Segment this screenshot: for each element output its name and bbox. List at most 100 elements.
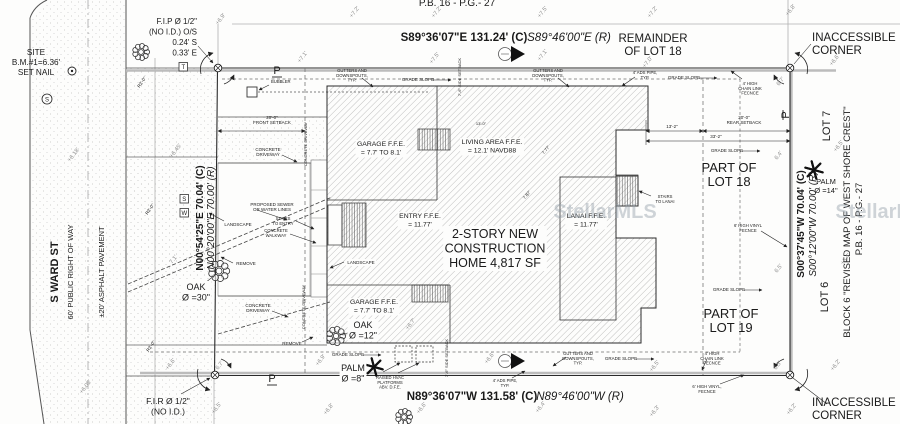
svg-text:+6.6': +6.6' bbox=[416, 402, 428, 416]
spot-elevation: +6.5' bbox=[649, 360, 661, 374]
interior-stair-2 bbox=[411, 284, 449, 303]
corner-marker-nw bbox=[200, 51, 235, 85]
svg-text:20'-0": 20'-0" bbox=[738, 115, 750, 120]
svg-text:S: S bbox=[45, 98, 49, 104]
svg-text:TO LANAI: TO LANAI bbox=[655, 199, 674, 204]
svg-text:F.I.P Ø 1/2": F.I.P Ø 1/2" bbox=[157, 17, 198, 26]
svg-text:0.24' S: 0.24' S bbox=[172, 38, 197, 47]
svg-text:PART OF: PART OF bbox=[704, 306, 759, 321]
dimension-lines bbox=[217, 120, 791, 145]
spot-elevation: 6.5' bbox=[773, 360, 783, 371]
svg-text:4' ADS PIPE,: 4' ADS PIPE, bbox=[493, 378, 518, 383]
svg-text:60' PUBLIC RIGHT OF WAY: 60' PUBLIC RIGHT OF WAY bbox=[66, 224, 75, 319]
leader-lines bbox=[180, 43, 828, 405]
svg-text:6.7': 6.7' bbox=[776, 76, 786, 87]
svg-text:CHAIN LINK: CHAIN LINK bbox=[700, 356, 724, 361]
spot-elevation: +6.6' bbox=[484, 352, 496, 366]
svg-text:+6.9': +6.9' bbox=[215, 13, 227, 27]
shrub-symbol bbox=[132, 43, 150, 61]
oak-tree-symbol bbox=[208, 260, 231, 282]
road-west-edge bbox=[29, 18, 45, 424]
spot-elevation: +7.1' bbox=[537, 49, 549, 63]
svg-text:6' HIGH VINYL: 6' HIGH VINYL bbox=[734, 223, 763, 228]
entry-ffe: ENTRY F.F.E.= 11.77' bbox=[397, 212, 443, 230]
svg-text:GRADE SLOPE: GRADE SLOPE bbox=[668, 75, 700, 80]
power-pole-3: P bbox=[780, 111, 792, 118]
spot-elevation: +6.3' bbox=[649, 405, 661, 419]
svg-text:CONCRETE: CONCRETE bbox=[245, 303, 270, 308]
svg-text:(NO I.D.): (NO I.D.) bbox=[151, 407, 185, 417]
watermark-text: StellarMLS bbox=[553, 201, 656, 223]
svg-text:20'-0": 20'-0" bbox=[266, 115, 278, 120]
spot-elevation: 7.1' bbox=[169, 254, 179, 265]
svg-text:BUBBLER: BUBBLER bbox=[271, 79, 291, 84]
grade-slope-4: GRADE SLOPE bbox=[605, 356, 637, 361]
watermark-text: StellarMLS bbox=[835, 201, 900, 223]
svg-text:±20' ASPHALT PAVEMENT: ±20' ASPHALT PAVEMENT bbox=[97, 226, 106, 318]
svg-text:TYP.: TYP. bbox=[501, 383, 510, 388]
svg-text:LOT 18: LOT 18 bbox=[707, 174, 750, 189]
oak-tree-symbol bbox=[395, 408, 413, 424]
utility-boxes bbox=[178, 62, 189, 218]
svg-text:GARAGE F.F.E.: GARAGE F.F.E. bbox=[357, 141, 405, 148]
oak-tree-symbol bbox=[326, 326, 347, 346]
svg-text:TYP.: TYP. bbox=[641, 75, 650, 80]
svg-text:P.B. 16 - P.G.- 27: P.B. 16 - P.G.- 27 bbox=[419, 0, 496, 9]
svg-text:+6.2': +6.2' bbox=[830, 359, 842, 373]
bearing-south-record: N89°46'00"W (R) bbox=[536, 391, 624, 403]
svg-text:CONSTRUCTION: CONSTRUCTION bbox=[445, 242, 546, 256]
svg-text:STAIRS: STAIRS bbox=[276, 216, 291, 221]
svg-text:GRADE SLOPE: GRADE SLOPE bbox=[605, 356, 637, 361]
bearing-north-record: S89°46'00"E (R) bbox=[527, 32, 611, 44]
bubbler-box bbox=[246, 86, 258, 98]
svg-text:B.M.#1=6.36': B.M.#1=6.36' bbox=[12, 58, 61, 67]
svg-text:6.5': 6.5' bbox=[773, 360, 783, 371]
svg-text:SITE: SITE bbox=[27, 48, 46, 57]
svg-text:PART OF: PART OF bbox=[702, 160, 757, 175]
svg-text:P: P bbox=[780, 111, 792, 118]
grade-slope-3: GRADE SLOPE bbox=[332, 352, 364, 357]
garage-ffe-1: GARAGE F.F.E.= 7.7' TO 8.1' bbox=[355, 140, 407, 158]
flow-marker-north bbox=[498, 46, 525, 62]
found-iron-rod-note: F.I.R Ø 1/2"(NO I.D.) bbox=[146, 396, 190, 417]
svg-text:+7.5': +7.5' bbox=[429, 52, 441, 66]
svg-text:OF LOT 18: OF LOT 18 bbox=[624, 46, 681, 58]
sewer-manhole-s: S bbox=[45, 98, 49, 104]
svg-text:13'-0": 13'-0" bbox=[476, 121, 487, 126]
svg-text:13'-2": 13'-2" bbox=[666, 124, 678, 129]
svg-text:TYP.: TYP. bbox=[574, 361, 583, 366]
svg-text:OAK: OAK bbox=[353, 320, 372, 330]
spot-elevation: 6.7' bbox=[776, 76, 786, 87]
svg-text:4' HIGH: 4' HIGH bbox=[743, 81, 758, 86]
svg-text:LOT 6: LOT 6 bbox=[819, 282, 831, 312]
rear-setback-label: 20'-0"REAR SETBACK bbox=[727, 115, 762, 125]
svg-text:SET NAIL: SET NAIL bbox=[18, 68, 55, 77]
corner-markers bbox=[197, 51, 808, 392]
block-6-label: BLOCK 6 "REVISED MAP OF WEST SHORE CREST… bbox=[842, 106, 853, 337]
spot-elevation: +7.5' bbox=[537, 6, 549, 20]
svg-text:S WARD ST: S WARD ST bbox=[49, 241, 61, 302]
svg-text:FECNCE: FECNCE bbox=[741, 91, 758, 96]
svg-text:ABV. D.F.E.: ABV. D.F.E. bbox=[379, 385, 401, 390]
entry-stairs bbox=[341, 202, 367, 248]
svg-text:= 11.77': = 11.77' bbox=[574, 222, 598, 229]
svg-text:Ø =12": Ø =12" bbox=[349, 331, 377, 341]
utility-marker-s: S bbox=[182, 197, 186, 203]
svg-text:Ø =14": Ø =14" bbox=[814, 186, 838, 195]
svg-text:REMAINDER: REMAINDER bbox=[618, 33, 687, 45]
interior-stair-1 bbox=[417, 128, 451, 151]
svg-text:STAIRS: STAIRS bbox=[658, 194, 673, 199]
svg-text:CONCRETE: CONCRETE bbox=[264, 228, 288, 233]
svg-text:0.33' E: 0.33' E bbox=[172, 49, 197, 58]
svg-text:S00°37'45"W 70.04' (C): S00°37'45"W 70.04' (C) bbox=[796, 170, 807, 277]
svg-text:GUTTERS AND: GUTTERS AND bbox=[563, 351, 593, 356]
svg-text:+6.5': +6.5' bbox=[649, 360, 661, 374]
svg-text:= 11.77': = 11.77' bbox=[408, 222, 432, 229]
